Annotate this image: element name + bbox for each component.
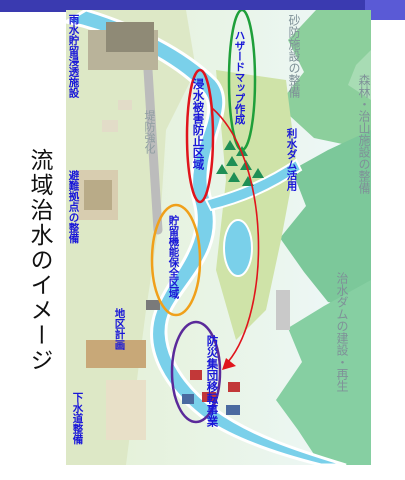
house-red-2 — [202, 392, 216, 402]
house-river — [146, 300, 160, 310]
page-title: 流域治水のイメージ — [26, 147, 52, 373]
house-district — [86, 340, 146, 368]
label-rain-storage: 雨水貯留浸透施設 — [67, 14, 80, 98]
relocation-ellipse — [170, 320, 222, 424]
mountain-3 — [276, 280, 371, 465]
house-blue-1 — [182, 394, 194, 404]
label-disaster-relocation: 防災集団移転事業 — [205, 335, 220, 427]
inundation-ellipse — [185, 68, 215, 204]
relocation-arrow — [211, 107, 260, 363]
house-1 — [102, 120, 118, 132]
label-evacuation: 避難拠点の整備 — [67, 170, 80, 244]
house-red-3 — [228, 382, 240, 392]
storage-ellipse — [150, 203, 202, 317]
label-sewer: 下水道整備 — [71, 392, 84, 445]
mountain-1 — [278, 10, 371, 150]
label-district-plan: 地区計画 — [113, 308, 126, 350]
house-red-1 — [190, 370, 202, 380]
house-2 — [118, 100, 132, 110]
label-inundation-prevention: 浸水被害防止区域 — [191, 78, 206, 170]
header-accent — [365, 0, 405, 20]
mountain-ridge — [348, 50, 371, 100]
retention-pond — [223, 219, 253, 277]
label-flood-dam: 治水ダムの建設・再生 — [335, 272, 349, 392]
building-roof — [106, 22, 154, 52]
river-basin-illustration: ハザードマップ作成 浸水被害防止区域 貯留機能保全区域 地区計画 防災集団移転事… — [66, 10, 371, 465]
label-hazard-map: ハザードマップ作成 — [233, 30, 246, 125]
hazard-map-ellipse — [227, 10, 257, 152]
label-forest-management: 森林・治山施設の整備 — [357, 74, 371, 194]
building-sewer — [106, 380, 146, 440]
building-window — [84, 180, 112, 210]
label-storage-preservation: 貯留機能保全区域 — [167, 215, 180, 299]
dam — [276, 290, 290, 330]
label-erosion-control: 砂防施設の整備 — [287, 14, 301, 98]
label-utility-dam: 利水ダム活用 — [285, 128, 298, 191]
label-levee: 堤防強化 — [143, 110, 156, 154]
header-bar — [0, 0, 365, 12]
arrow-head — [222, 358, 236, 370]
house-blue-2 — [226, 405, 240, 415]
landscape-svg — [66, 10, 371, 465]
levee — [143, 65, 163, 235]
mountain-2 — [280, 130, 371, 310]
tributary — [204, 158, 303, 212]
